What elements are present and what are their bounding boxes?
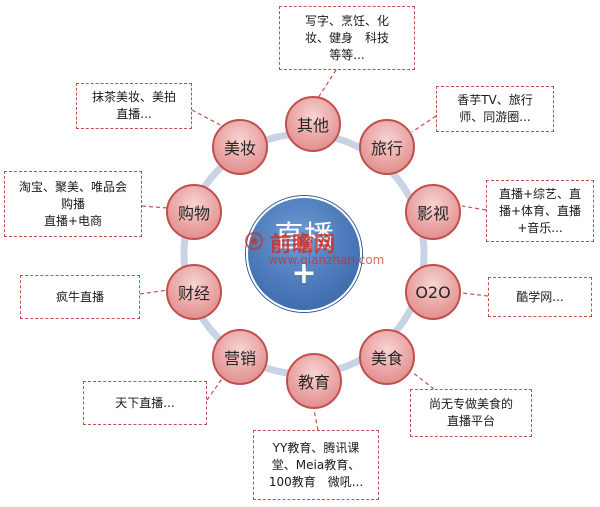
link-marketing: [206, 375, 225, 401]
center-circle: 直播 +: [246, 196, 362, 312]
node-marketing: 营销: [212, 329, 268, 385]
node-o2o: O2O: [405, 264, 461, 320]
node-travel: 旅行: [359, 119, 415, 175]
callout-finance: 疯牛直播: [20, 275, 140, 319]
node-education: 教育: [286, 353, 342, 409]
link-video: [461, 205, 487, 211]
callout-travel: 香芋TV、旅行 师、同游圈...: [436, 86, 554, 132]
center-title: 直播: [274, 220, 334, 255]
node-other: 其他: [285, 96, 341, 152]
callout-shopping: 淘宝、聚美、唯品会 购播 直播+电商: [4, 171, 142, 237]
link-o2o: [461, 292, 489, 297]
watermark: 前瞻网 www.qianzhan.com: [244, 229, 384, 275]
link-education: [313, 409, 319, 431]
callout-other: 写字、烹饪、化 妆、健身 科技 等等...: [279, 6, 415, 70]
link-shopping: [141, 205, 169, 209]
node-shopping: 购物: [166, 184, 222, 240]
node-video: 影视: [405, 184, 461, 240]
link-finance: [139, 289, 169, 295]
callout-food: 尚无专做美食的 直播平台: [410, 389, 532, 437]
center-plus: +: [291, 256, 317, 291]
watermark-title: 前瞻网: [270, 232, 336, 256]
callout-makeup: 抹茶美妆、美拍 直播...: [76, 83, 192, 129]
callout-marketing: 天下直播...: [83, 381, 207, 425]
callout-video: 直播+综艺、直 播+体育、直播 +音乐...: [486, 180, 594, 242]
link-travel: [411, 115, 437, 133]
node-food: 美食: [359, 329, 415, 385]
watermark-logo-icon: [245, 232, 263, 250]
callout-o2o: 酷学网...: [488, 277, 592, 317]
node-makeup: 美妆: [212, 119, 268, 175]
watermark-url: www.qianzhan.com: [268, 253, 385, 267]
link-food: [411, 371, 435, 390]
callout-education: YY教育、腾讯课 堂、Meia教育、 100教育 微吼...: [253, 430, 379, 500]
node-finance: 财经: [166, 264, 222, 320]
link-other: [317, 69, 337, 99]
